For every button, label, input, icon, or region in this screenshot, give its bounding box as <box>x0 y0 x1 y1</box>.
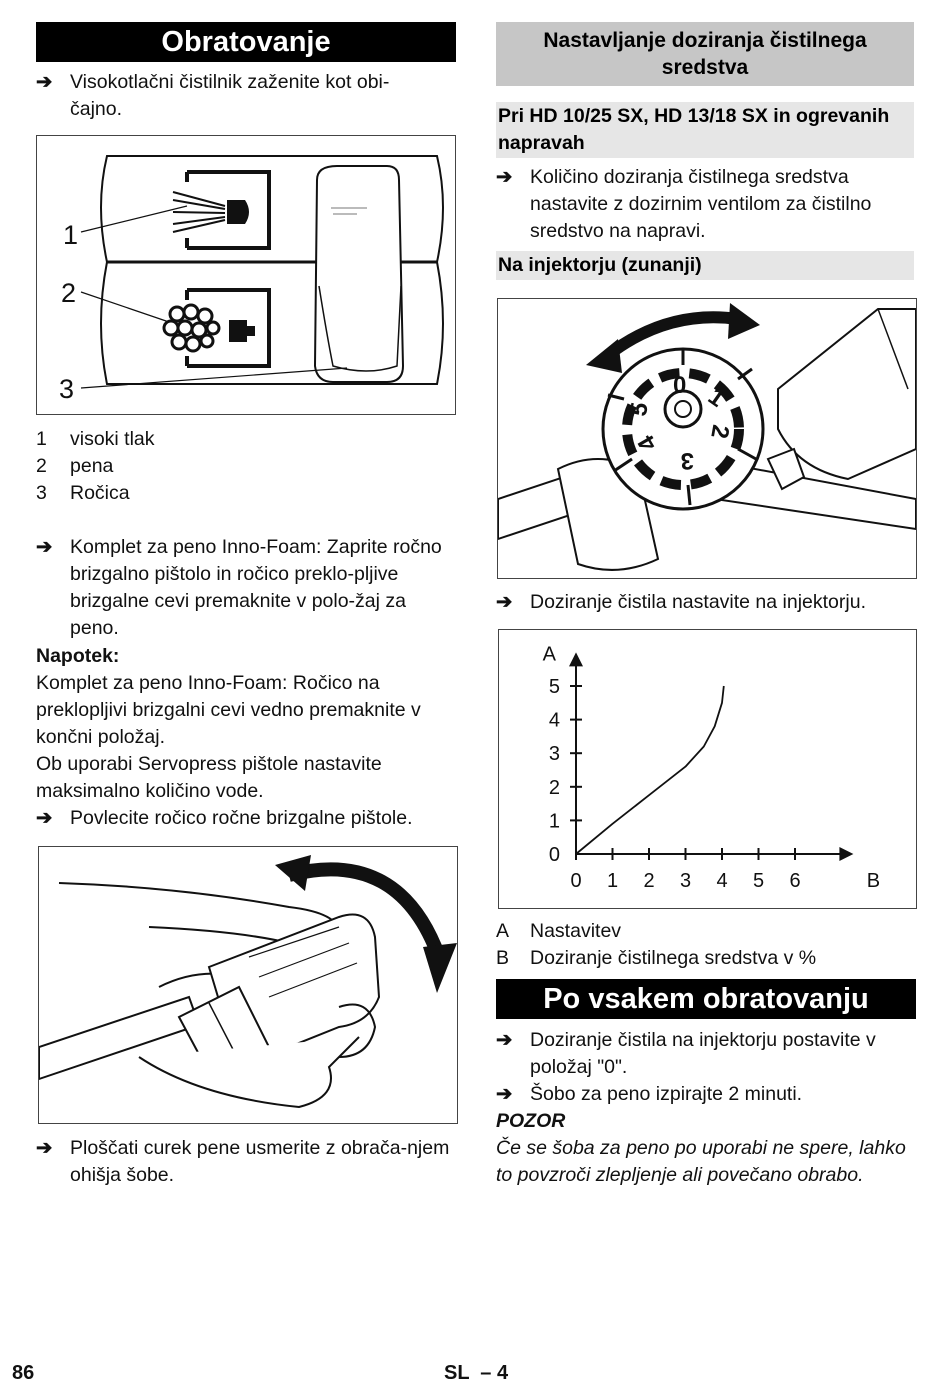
step-text: Doziranje čistila na injektorju postavit… <box>530 1029 876 1078</box>
arrow-icon: ➔ <box>36 1137 53 1159</box>
step-text: Visokotlačni čistilnik zaženite kot obi-… <box>70 71 390 120</box>
x-tick-label: 1 <box>607 870 618 892</box>
arrow-icon: ➔ <box>496 166 513 188</box>
legend-item: 2 pena <box>36 453 456 480</box>
figure-turn-nozzle <box>38 846 458 1124</box>
figure-injector-dial: 0 1 2 3 4 5 <box>497 298 917 579</box>
dial-number-5: 5 <box>625 400 654 418</box>
x-tick-label: 4 <box>716 870 727 892</box>
step-text: Šobo za peno izpirajte 2 minuti. <box>530 1083 803 1105</box>
legend-num: A <box>496 920 510 942</box>
dial-number-2: 2 <box>705 423 734 441</box>
spray-selector-illustration: 1 2 3 <box>59 155 444 404</box>
y-tick-label: 4 <box>549 710 560 732</box>
chart-legend: A Nastavitev B Doziranje čistilnega sred… <box>496 918 916 972</box>
callout-3: 3 <box>59 374 74 404</box>
step-text: Komplet za peno Inno-Foam: Zaprite ročno… <box>70 536 442 639</box>
arrow-icon: ➔ <box>496 591 513 613</box>
legend-text: Ročica <box>70 482 130 504</box>
legend-num: B <box>496 947 510 969</box>
step-text: Ploščati curek pene usmerite z obrača-nj… <box>70 1137 450 1186</box>
arrow-icon: ➔ <box>496 1029 513 1051</box>
dosing-chart: 0 1 2 3 4 5 6 0 1 2 3 4 5 A B <box>543 643 880 892</box>
series-line <box>575 685 725 855</box>
y-tick-label: 5 <box>549 676 560 698</box>
figure-dosing-chart: 0 1 2 3 4 5 6 0 1 2 3 4 5 A B <box>498 629 917 909</box>
y-axis-label: A <box>543 643 557 665</box>
page-number: 86 <box>12 1362 35 1384</box>
legend-item: 1 visoki tlak <box>36 426 456 453</box>
hand-turning-nozzle-illustration <box>38 855 457 1109</box>
warning-text: Če se šoba za peno po uporabi ne spere, … <box>496 1137 906 1186</box>
legend-item: 3 Ročica <box>36 480 456 507</box>
step-foam-kit: ➔ Komplet za peno Inno-Foam: Zaprite roč… <box>36 534 456 642</box>
legend-item: B Doziranje čistilnega sredstva v % <box>496 945 916 972</box>
arrow-icon: ➔ <box>36 71 53 93</box>
dial-number-0: 0 <box>673 372 686 399</box>
y-tick-label: 3 <box>549 743 560 765</box>
step-text: Povlecite ročico ročne brizgalne pištole… <box>70 807 413 829</box>
step-pull-lever: ➔ Povlecite ročico ročne brizgalne pišto… <box>36 805 458 832</box>
arrow-icon: ➔ <box>496 1083 513 1105</box>
figure-spray-selector: 1 2 3 <box>36 135 456 415</box>
arrow-icon: ➔ <box>36 807 53 829</box>
x-tick-label: 0 <box>570 870 581 892</box>
x-tick-label: 5 <box>753 870 764 892</box>
legend-num: 2 <box>36 455 47 477</box>
subheading-models: Pri HD 10/25 SX, HD 13/18 SX in ogrevani… <box>496 102 914 158</box>
x-tick-label: 6 <box>789 870 800 892</box>
y-tick-label: 0 <box>549 844 560 866</box>
y-axis-arrowhead <box>569 652 583 667</box>
step-rinse-nozzle: ➔ Šobo za peno izpirajte 2 minuti. <box>496 1081 916 1108</box>
legend-num: 1 <box>36 428 47 450</box>
x-axis-arrowhead <box>839 847 854 861</box>
warning-title: POZOR <box>496 1110 566 1132</box>
section-heading-operation: Obratovanje <box>36 22 456 62</box>
legend-text: Doziranje čistilnega sredstva v % <box>530 947 817 969</box>
section-heading-after-operation: Po vsakem obratovanju <box>496 979 916 1019</box>
step-set-zero: ➔ Doziranje čistila na injektorju postav… <box>496 1027 916 1081</box>
step-text: Količino doziranja čistilnega sredstva n… <box>530 166 872 242</box>
y-tick-label: 1 <box>549 810 560 832</box>
note-text: Komplet za peno Inno-Foam: Ročico na pre… <box>36 672 421 748</box>
arrow-icon: ➔ <box>36 536 53 558</box>
step-set-injector: ➔ Doziranje čistila nastavite na injekto… <box>496 589 916 616</box>
subheading-injector: Na injektorju (zunanji) <box>496 251 914 280</box>
legend-text: pena <box>70 455 114 477</box>
legend-item: A Nastavitev <box>496 918 916 945</box>
legend-num: 3 <box>36 482 47 504</box>
note-title: Napotek: <box>36 645 120 667</box>
x-axis-label: B <box>867 870 880 892</box>
callout-2: 2 <box>61 278 76 308</box>
dial-number-3: 3 <box>681 447 694 474</box>
step-text: Doziranje čistila nastavite na injektorj… <box>530 591 866 613</box>
x-tick-label: 3 <box>680 870 691 892</box>
legend-text: visoki tlak <box>70 428 155 450</box>
y-tick-label: 2 <box>549 777 560 799</box>
note-text-servopress: Ob uporabi Servopress pištole nastavite … <box>36 753 382 802</box>
step-flat-jet: ➔ Ploščati curek pene usmerite z obrača-… <box>36 1135 456 1189</box>
legend-text: Nastavitev <box>530 920 622 942</box>
injector-dial-illustration: 0 1 2 3 4 5 <box>497 303 917 571</box>
callout-1: 1 <box>63 220 78 250</box>
figure-legend: 1 visoki tlak 2 pena 3 Ročica <box>36 426 456 507</box>
step-start-cleaner: ➔ Visokotlačni čistilnik zaženite kot ob… <box>36 69 456 123</box>
section-code: SL – 4 <box>444 1362 509 1384</box>
step-dosing-valve: ➔ Količino doziranja čistilnega sredstva… <box>496 164 916 245</box>
x-tick-label: 2 <box>643 870 654 892</box>
section-heading-dosing: Nastavljanje doziranja čistilnega sredst… <box>496 22 914 86</box>
